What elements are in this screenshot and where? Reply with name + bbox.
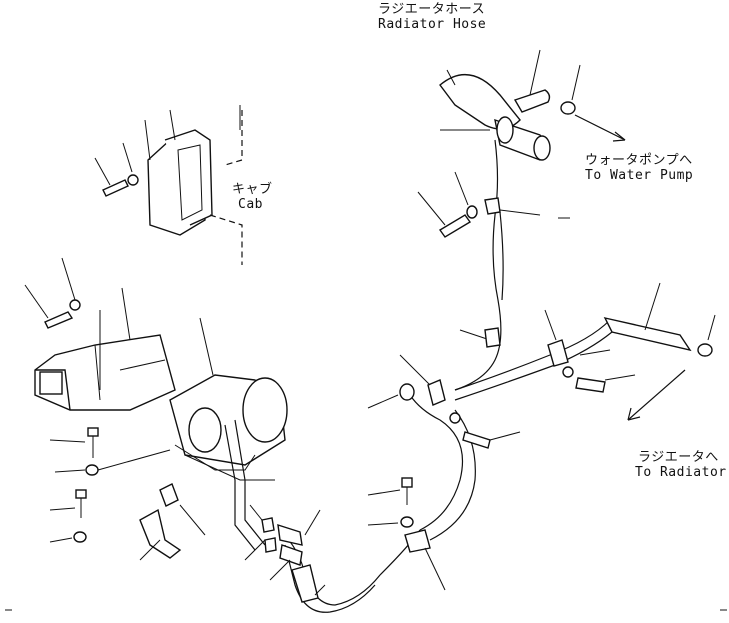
air-duct xyxy=(24,257,176,411)
cab-label-en: Cab xyxy=(238,197,263,212)
cab-label-jp: キャブ xyxy=(232,182,273,197)
lower-bracket xyxy=(139,483,206,561)
lower-hoses xyxy=(244,394,476,613)
to-water-pump-arrow xyxy=(574,114,626,142)
radiator-label-en: To Radiator xyxy=(635,465,727,480)
water-pump-label-en: To Water Pump xyxy=(585,168,694,183)
clamp-bolt-middle xyxy=(367,327,521,449)
blower-motor xyxy=(169,317,288,551)
to-radiator-arrow xyxy=(627,369,686,421)
radiator-return-hose xyxy=(454,282,716,401)
bolts-lower-middle xyxy=(367,477,446,591)
heater-tube xyxy=(454,139,504,391)
radiator-hose-label-en: Radiator Hose xyxy=(378,17,487,32)
radiator-hose-label-jp: ラジエータホース xyxy=(378,2,486,17)
cab-bracket xyxy=(94,105,243,265)
water-pump-label-jp: ウォータポンプへ xyxy=(585,153,693,168)
radiator-hose-part xyxy=(439,49,581,161)
clamp-bolt-upper xyxy=(417,171,570,238)
radiator-label-jp: ラジエータへ xyxy=(638,450,719,465)
bolts-left xyxy=(49,427,171,543)
